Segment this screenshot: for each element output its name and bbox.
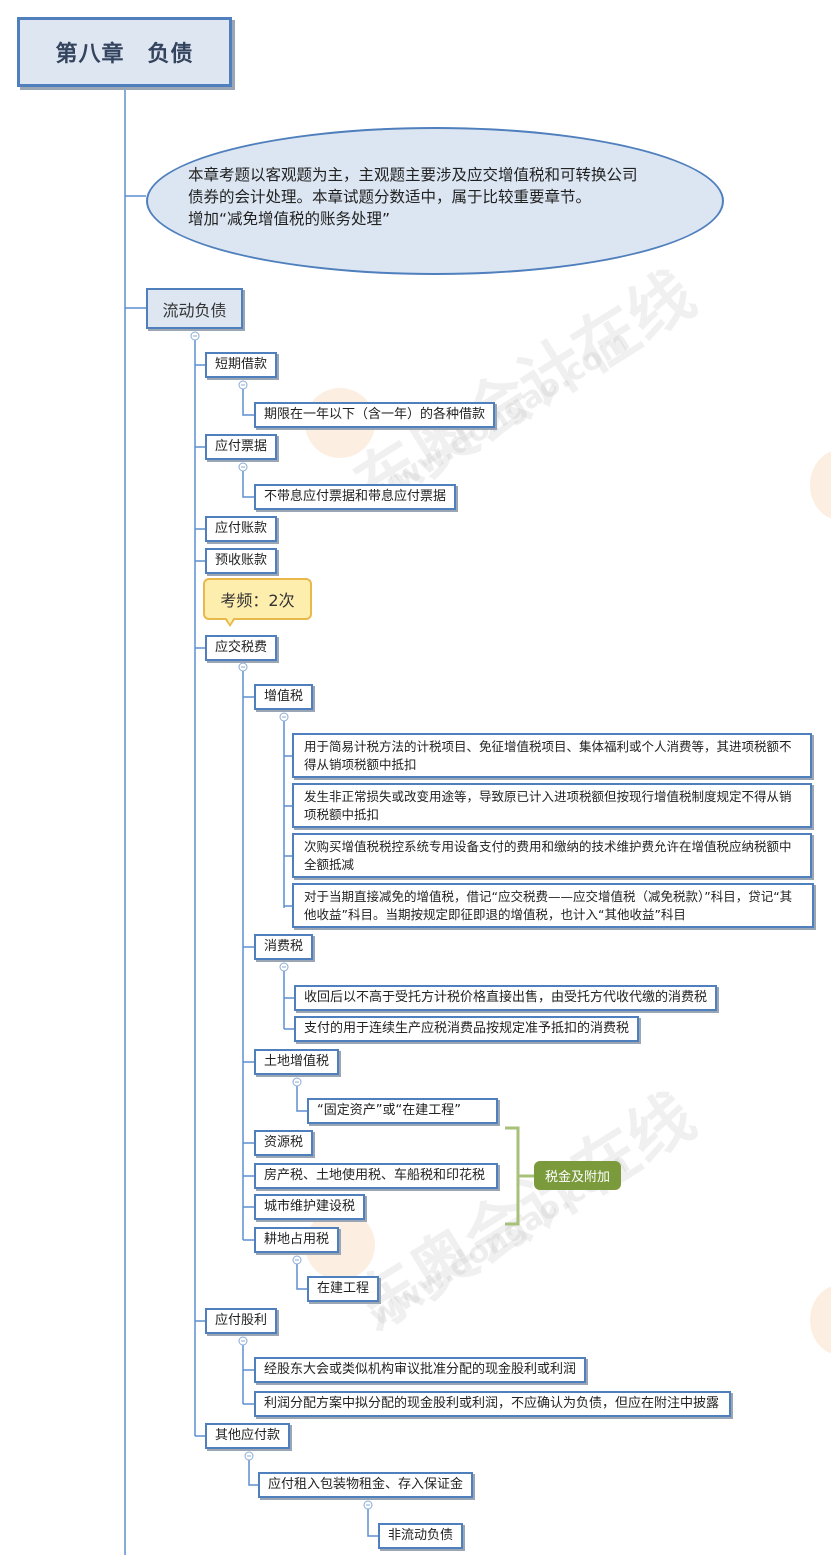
node-land-vat-desc[interactable]: “固定资产”或“在建工程” <box>307 1098 498 1124</box>
node-farmland-desc[interactable]: 在建工程 <box>307 1276 380 1302</box>
node-other-payables[interactable]: 其他应付款 <box>205 1423 291 1449</box>
node-non-current[interactable]: 非流动负债 <box>378 1523 464 1549</box>
vat-rule[interactable]: 次购买增值税税控系统专用设备支付的费用和缴纳的技术维护费允许在增值税应纳税额中全… <box>292 833 812 878</box>
chapter-title: 第八章 负债 <box>17 17 232 87</box>
node-notes-payable-desc[interactable]: 不带息应付票据和带息应付票据 <box>254 484 457 510</box>
summary-text: 本章考题以客观题为主，主观题主要涉及应交增值税和可转换公司 债券的会计处理。本章… <box>188 164 708 230</box>
section-current-liabilities[interactable]: 流动负债 <box>146 288 243 329</box>
dividends-rule[interactable]: 经股东大会或类似机构审议批准分配的现金股利或利润 <box>254 1357 587 1383</box>
summary-line-1: 本章考题以客观题为主，主观题主要涉及应交增值税和可转换公司 <box>188 166 638 184</box>
vat-rule[interactable]: 发生非正常损失或改变用途等，导致原已计入进项税额但按现行增值税制度规定不得从销项… <box>292 783 812 828</box>
dividends-rule[interactable]: 利润分配方案中拟分配的现金股利或利润，不应确认为负债，但应在附注中披露 <box>254 1391 731 1417</box>
node-land-vat[interactable]: 土地增值税 <box>254 1049 340 1075</box>
node-farmland-tax[interactable]: 耕地占用税 <box>254 1227 340 1253</box>
vat-rule[interactable]: 对于当期直接减免的增值税，借记“应交税费——应交增值税（减免税款）”科目，贷记“… <box>292 883 814 928</box>
summary-ellipse <box>146 127 724 275</box>
node-other-desc[interactable]: 应付租入包装物租金、存入保证金 <box>258 1472 474 1498</box>
node-consumption-tax[interactable]: 消费税 <box>254 934 314 960</box>
summary-line-2: 债券的会计处理。本章试题分数适中，属于比较重要章节。 <box>188 188 592 206</box>
summary-line-3: 增加“减免增值税的账务处理” <box>188 210 391 228</box>
frequency-callout: 考频：2次 <box>203 578 312 620</box>
node-dividends-payable[interactable]: 应付股利 <box>205 1308 278 1334</box>
node-accounts-payable[interactable]: 应付账款 <box>205 516 278 542</box>
node-property-taxes[interactable]: 房产税、土地使用税、车船税和印花税 <box>254 1163 498 1189</box>
bracket-tag-taxes-surcharges[interactable]: 税金及附加 <box>534 1161 621 1190</box>
consumption-rule[interactable]: 支付的用于连续生产应税消费品按规定准予抵扣的消费税 <box>294 1016 640 1042</box>
node-notes-payable[interactable]: 应付票据 <box>205 434 278 460</box>
node-city-tax[interactable]: 城市维护建设税 <box>254 1194 366 1220</box>
node-taxes-payable[interactable]: 应交税费 <box>205 635 278 661</box>
node-short-loan-desc[interactable]: 期限在一年以下（含一年）的各种借款 <box>254 402 496 428</box>
node-short-loan[interactable]: 短期借款 <box>205 352 278 378</box>
node-resource-tax[interactable]: 资源税 <box>254 1130 314 1156</box>
callout-tail-fill <box>226 617 234 624</box>
node-vat[interactable]: 增值税 <box>254 684 314 710</box>
node-advance-receipts[interactable]: 预收账款 <box>205 548 278 574</box>
consumption-rule[interactable]: 收回后以不高于受托方计税价格直接出售，由受托方代收代缴的消费税 <box>294 985 718 1011</box>
vat-rule[interactable]: 用于简易计税方法的计税项目、免征增值税项目、集体福利或个人消费等，其进项税额不得… <box>292 733 812 778</box>
